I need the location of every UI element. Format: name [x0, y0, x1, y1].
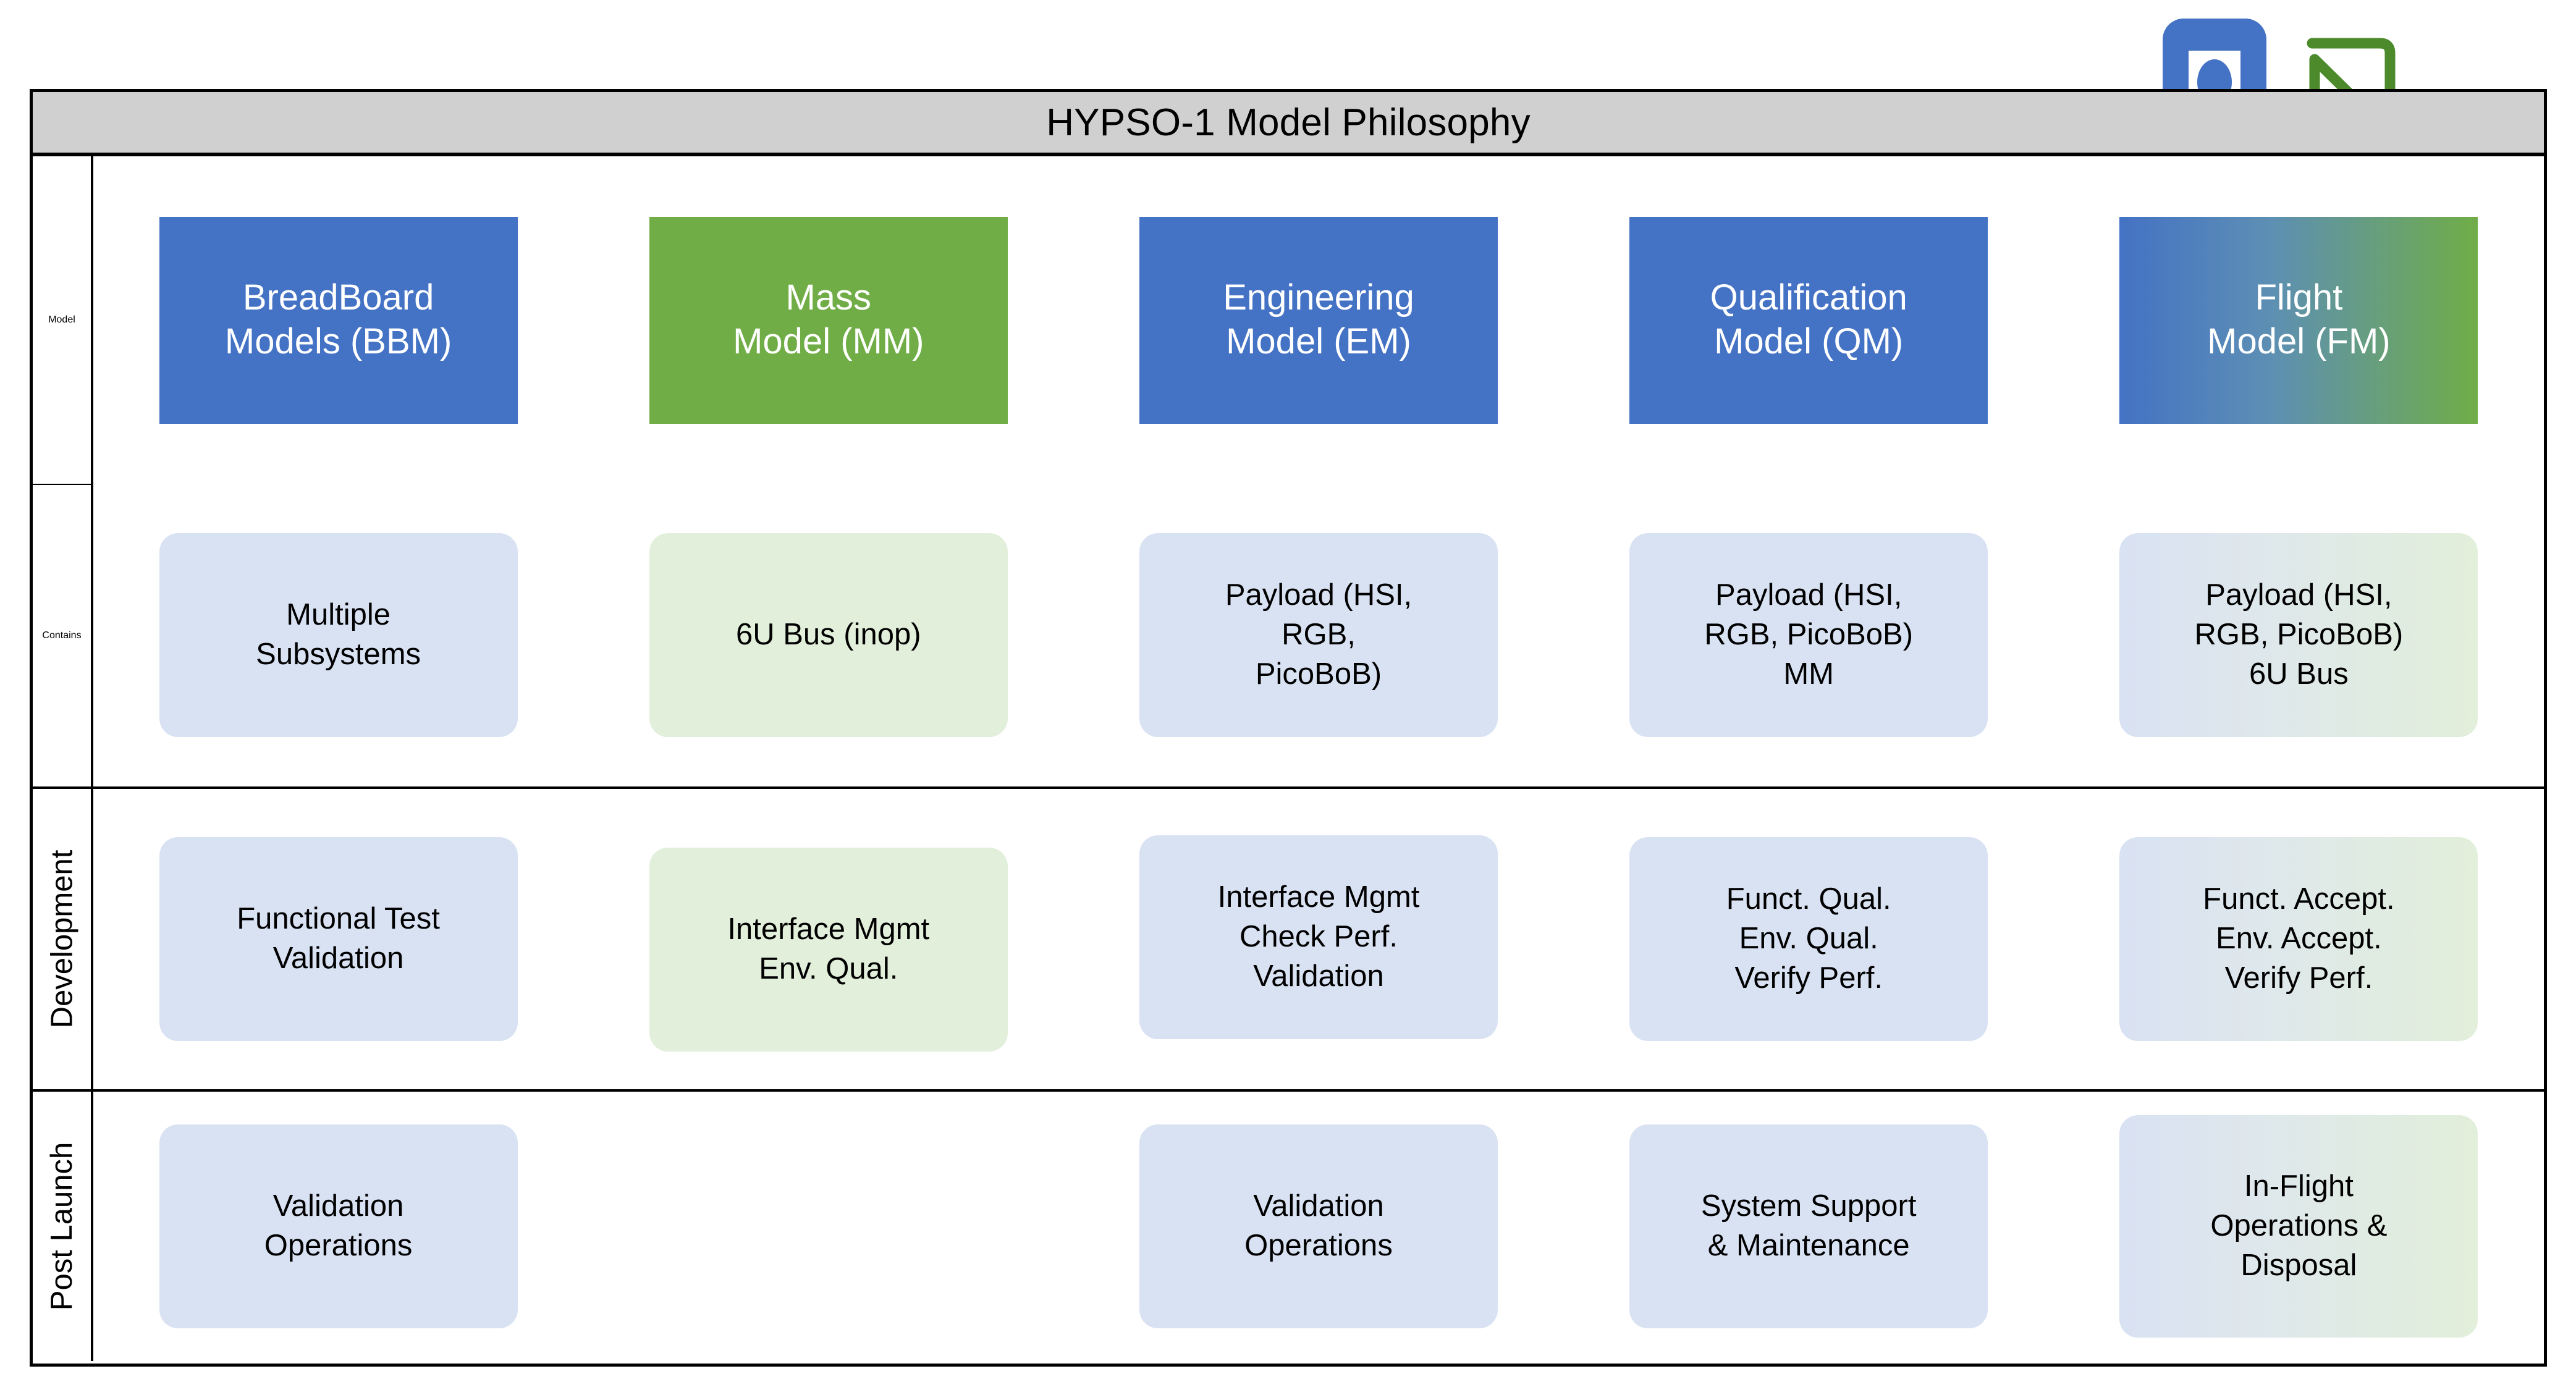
- cell-development-em: Interface Mgmt Check Perf. Validation: [1073, 789, 1563, 1089]
- row-contains-cells: Multiple Subsystems 6U Bus (inop): [93, 484, 2544, 786]
- model-box-bbm[interactable]: BreadBoard Models (BBM): [159, 216, 518, 424]
- row-label-development: Development: [33, 789, 93, 1089]
- band-post-launch: Post Launch Validation Operations: [33, 1089, 2544, 1361]
- row-label-contains: Contains: [33, 484, 93, 786]
- development-line: Verify Perf.: [1734, 961, 1883, 995]
- post-launch-box-bbm[interactable]: Validation Operations: [159, 1124, 518, 1328]
- model-box-line1: Engineering: [1223, 277, 1414, 318]
- cell-model-em: Engineering Model (EM): [1073, 156, 1563, 484]
- cell-development-mm: Interface Mgmt Env. Qual.: [583, 789, 1073, 1089]
- development-box-qm[interactable]: Funct. Qual. Env. Qual. Verify Perf.: [1629, 837, 1988, 1041]
- cell-post-launch-em: Validation Operations: [1073, 1092, 1563, 1361]
- row-label-post-launch: Post Launch: [33, 1092, 93, 1361]
- cell-post-launch-fm: In-Flight Operations & Disposal: [2054, 1092, 2544, 1361]
- post-launch-line: Operations: [264, 1229, 413, 1262]
- model-box-line2: Model (FM): [2207, 321, 2391, 361]
- cell-model-fm: Flight Model (FM): [2054, 156, 2544, 484]
- post-launch-line: Disposal: [2240, 1248, 2357, 1282]
- post-launch-line: & Maintenance: [1707, 1229, 1910, 1262]
- cell-development-fm: Funct. Accept. Env. Accept. Verify Perf.: [2054, 789, 2544, 1089]
- contains-box-em[interactable]: Payload (HSI, RGB, PicoBoB): [1139, 533, 1498, 737]
- model-box-em[interactable]: Engineering Model (EM): [1139, 216, 1498, 424]
- cell-development-bbm: Functional Test Validation: [93, 789, 583, 1089]
- cell-post-launch-bbm: Validation Operations: [93, 1092, 583, 1361]
- cell-post-launch-mm: [583, 1092, 1073, 1361]
- post-launch-box-mm-empty: [649, 1124, 1008, 1328]
- contains-line: MM: [1783, 657, 1834, 691]
- development-line: Functional Test: [237, 902, 440, 936]
- diagram-grid: Model Contains BreadBoard Models (BBM): [33, 156, 2544, 1366]
- development-line: Funct. Accept.: [2203, 882, 2395, 916]
- development-line: Validation: [1253, 959, 1384, 993]
- development-line: Validation: [272, 942, 404, 975]
- contains-line: RGB,: [1282, 618, 1356, 652]
- post-launch-line: Operations &: [2210, 1209, 2388, 1243]
- development-line: Env. Accept.: [2216, 922, 2382, 956]
- model-box-line2: Models (BBM): [224, 321, 452, 361]
- development-box-mm[interactable]: Interface Mgmt Env. Qual.: [649, 848, 1008, 1052]
- post-launch-line: Operations: [1244, 1229, 1393, 1262]
- post-launch-box-fm[interactable]: In-Flight Operations & Disposal: [2119, 1115, 2478, 1338]
- row-post-launch-cells: Validation Operations Validation Operat: [93, 1092, 2544, 1361]
- diagram-frame: HYPSO-1 Model Philosophy Model Contains …: [30, 89, 2547, 1367]
- contains-box-qm[interactable]: Payload (HSI, RGB, PicoBoB) MM: [1629, 533, 1988, 737]
- contains-line: Payload (HSI,: [2205, 578, 2392, 612]
- cell-contains-mm: 6U Bus (inop): [583, 484, 1073, 786]
- cell-model-mm: Mass Model (MM): [583, 156, 1073, 484]
- contains-line: RGB, PicoBoB): [2194, 618, 2404, 652]
- cell-model-qm: Qualification Model (QM): [1564, 156, 2054, 484]
- row-model-cells: BreadBoard Models (BBM) Mass Model (MM): [93, 156, 2544, 484]
- diagram-title-bar: HYPSO-1 Model Philosophy: [33, 92, 2544, 156]
- contains-line: 6U Bus (inop): [735, 618, 921, 652]
- post-launch-line: Validation: [272, 1189, 404, 1223]
- contains-line: Subsystems: [256, 638, 421, 671]
- model-box-line1: Flight: [2255, 277, 2343, 318]
- model-box-line2: Model (QM): [1714, 321, 1904, 361]
- post-launch-box-qm[interactable]: System Support & Maintenance: [1629, 1124, 1988, 1328]
- development-line: Env. Qual.: [1739, 922, 1878, 956]
- cell-contains-fm: Payload (HSI, RGB, PicoBoB) 6U Bus: [2054, 484, 2544, 786]
- row-development-cells: Functional Test Validation Interface Mgm…: [93, 789, 2544, 1089]
- contains-box-bbm[interactable]: Multiple Subsystems: [159, 533, 518, 737]
- post-launch-line: System Support: [1700, 1189, 1917, 1223]
- cell-model-bbm: BreadBoard Models (BBM): [93, 156, 583, 484]
- development-line: Interface Mgmt: [1217, 880, 1420, 914]
- cell-development-qm: Funct. Qual. Env. Qual. Verify Perf.: [1564, 789, 2054, 1089]
- model-box-fm[interactable]: Flight Model (FM): [2119, 216, 2478, 424]
- post-launch-line: In-Flight: [2244, 1170, 2354, 1204]
- model-box-mm[interactable]: Mass Model (MM): [649, 216, 1008, 424]
- contains-line: Payload (HSI,: [1225, 578, 1413, 612]
- model-box-line1: Mass: [785, 277, 872, 318]
- page-title: HYPSO-1 Model Philosophy: [1046, 101, 1531, 144]
- contains-line: Multiple: [286, 598, 391, 632]
- model-box-line2: Model (MM): [733, 321, 924, 361]
- contains-line: 6U Bus: [2249, 657, 2349, 691]
- development-box-bbm[interactable]: Functional Test Validation: [159, 837, 518, 1041]
- development-line: Funct. Qual.: [1726, 882, 1891, 916]
- cell-post-launch-qm: System Support & Maintenance: [1564, 1092, 2054, 1361]
- development-line: Env. Qual.: [759, 952, 898, 985]
- contains-box-fm[interactable]: Payload (HSI, RGB, PicoBoB) 6U Bus: [2119, 533, 2478, 737]
- cell-contains-qm: Payload (HSI, RGB, PicoBoB) MM: [1564, 484, 2054, 786]
- band-model-contains: Model Contains BreadBoard Models (BBM): [33, 156, 2544, 786]
- development-line: Interface Mgmt: [727, 913, 930, 946]
- contains-box-mm[interactable]: 6U Bus (inop): [649, 533, 1008, 737]
- contains-line: RGB, PicoBoB): [1704, 618, 1914, 652]
- model-box-line1: Qualification: [1710, 277, 1907, 318]
- cell-contains-bbm: Multiple Subsystems: [93, 484, 583, 786]
- model-box-line2: Model (EM): [1226, 321, 1411, 361]
- development-box-fm[interactable]: Funct. Accept. Env. Accept. Verify Perf.: [2119, 837, 2478, 1041]
- contains-line: Payload (HSI,: [1715, 578, 1902, 612]
- contains-line: PicoBoB): [1255, 657, 1382, 691]
- development-line: Verify Perf.: [2224, 961, 2373, 995]
- post-launch-box-em[interactable]: Validation Operations: [1139, 1124, 1498, 1328]
- cell-contains-em: Payload (HSI, RGB, PicoBoB): [1073, 484, 1563, 786]
- development-line: Check Perf.: [1239, 920, 1398, 954]
- band-development: Development Functional Test Validation: [33, 786, 2544, 1089]
- model-box-qm[interactable]: Qualification Model (QM): [1629, 216, 1988, 424]
- row-label-model: Model: [33, 156, 93, 484]
- post-launch-line: Validation: [1253, 1189, 1384, 1223]
- model-box-line1: BreadBoard: [242, 277, 434, 318]
- development-box-em[interactable]: Interface Mgmt Check Perf. Validation: [1139, 835, 1498, 1039]
